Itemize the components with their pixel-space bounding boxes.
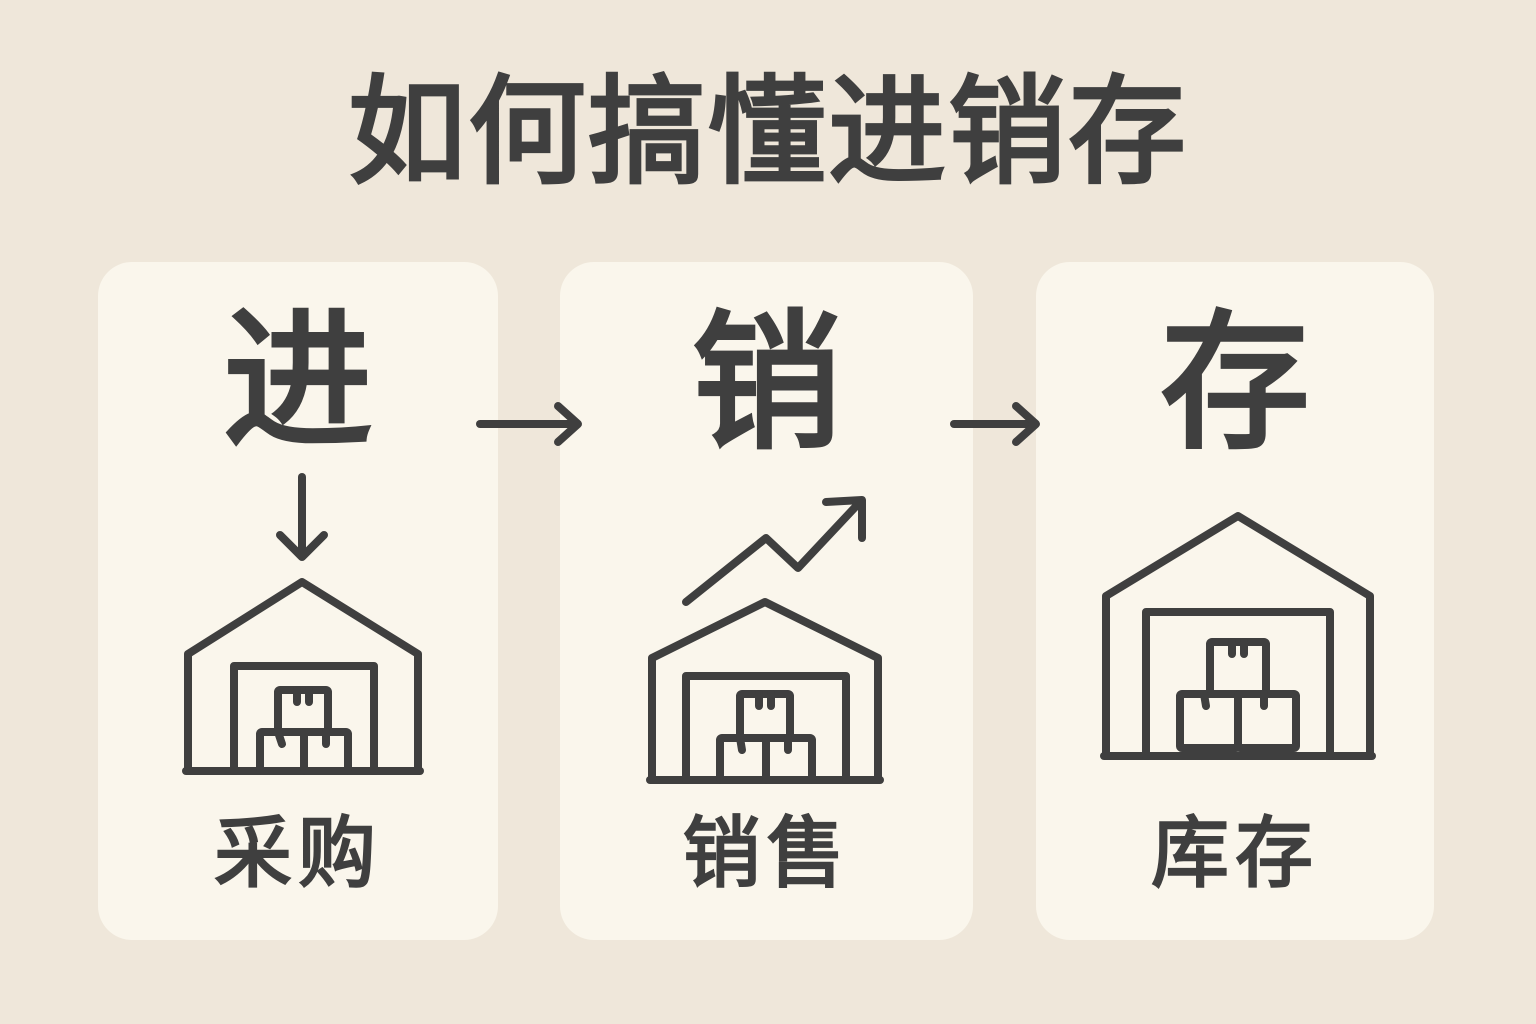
flow-arrow-right-icon bbox=[476, 402, 582, 446]
flow-arrow-right-icon bbox=[950, 402, 1040, 446]
stage-card-storage: 存 库存 bbox=[1036, 262, 1434, 940]
stage-card-purchase: 进 采购 bbox=[98, 262, 498, 940]
stage-char-sales: 销 bbox=[691, 297, 842, 471]
stage-label-sales: 销售 bbox=[682, 809, 851, 899]
stage-char-storage: 存 bbox=[1159, 297, 1310, 471]
warehouse-sales-growth-icon bbox=[646, 496, 884, 784]
warehouse-receive-icon bbox=[182, 473, 424, 775]
stage-card-sales: 销 销售 bbox=[560, 262, 973, 940]
stage-label-purchase: 采购 bbox=[213, 809, 382, 899]
trend-up-arrow-icon bbox=[682, 498, 864, 606]
stage-char-purchase: 进 bbox=[222, 295, 373, 469]
warehouse-storage-icon bbox=[1100, 512, 1376, 760]
page-title: 如何搞懂进销存 bbox=[347, 63, 1188, 201]
stage-label-storage: 库存 bbox=[1150, 809, 1319, 899]
